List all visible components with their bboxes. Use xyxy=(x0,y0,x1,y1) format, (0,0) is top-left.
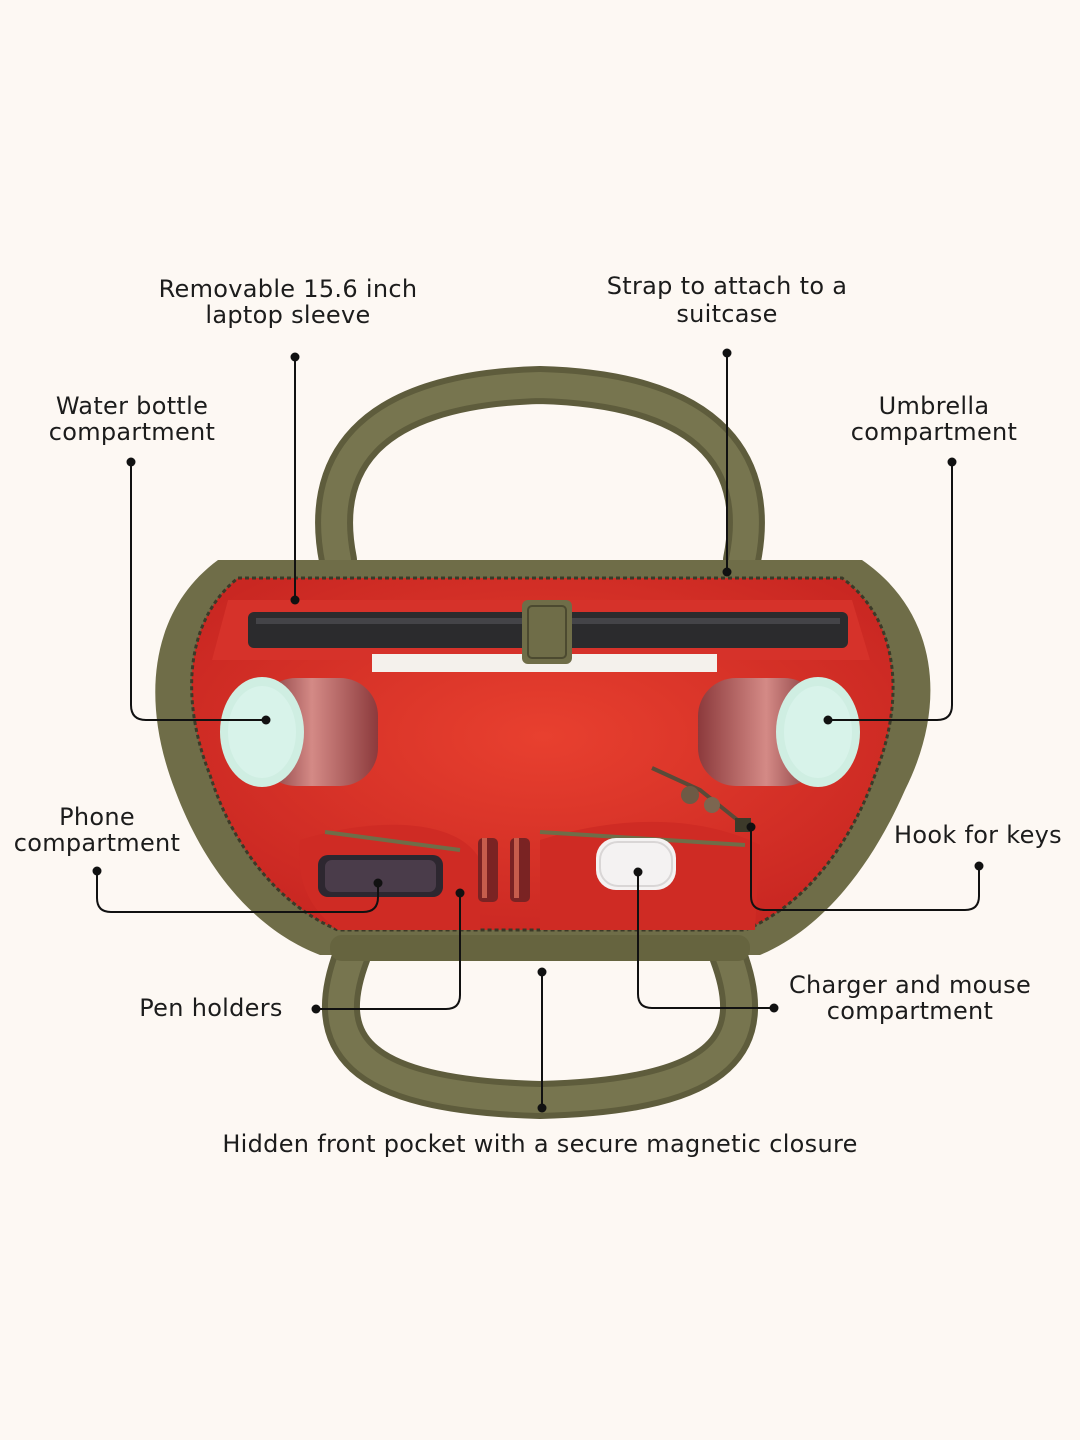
leader-charger xyxy=(637,872,774,1009)
callout-phone: Phone compartment xyxy=(0,804,194,856)
right-water-bottle xyxy=(698,677,860,787)
leader-lines xyxy=(96,353,980,1108)
leader-phone xyxy=(96,871,379,913)
callout-suitcase-strap-line2: suitcase xyxy=(676,300,778,328)
callout-umbrella: Umbrella compartment xyxy=(832,393,1036,445)
callout-laptop-sleeve-line1: Removable 15.6 inch xyxy=(158,275,418,303)
phone xyxy=(318,855,443,897)
callout-charger-mouse: Charger and mouse compartment xyxy=(772,972,1048,1024)
callout-front-pocket-line1: Hidden front pocket with a secure magnet… xyxy=(222,1130,858,1158)
callout-laptop-sleeve-line2: laptop sleeve xyxy=(205,301,371,329)
callout-umbrella-line2: compartment xyxy=(850,418,1018,446)
callout-phone-line1: Phone xyxy=(59,803,135,831)
callout-phone-line2: compartment xyxy=(13,829,181,857)
callout-pen-holders-line1: Pen holders xyxy=(139,994,283,1022)
callout-umbrella-line1: Umbrella xyxy=(878,392,990,420)
callout-keys-hook: Hook for keys xyxy=(880,822,1076,848)
leader-umbrella xyxy=(828,462,953,721)
callout-pen-holders: Pen holders xyxy=(126,995,296,1021)
callout-water-bottle-line1: Water bottle xyxy=(55,392,209,420)
callout-keys-hook-line1: Hook for keys xyxy=(894,821,1062,849)
callout-water-bottle-line2: compartment xyxy=(48,418,216,446)
leader-water-bottle xyxy=(130,462,266,721)
laptop-sleeve xyxy=(212,600,870,672)
callout-suitcase-strap: Strap to attach to a suitcase xyxy=(586,272,868,328)
leader-pen-holders xyxy=(316,893,461,1010)
callout-front-pocket: Hidden front pocket with a secure magnet… xyxy=(140,1131,940,1157)
leader-keys xyxy=(750,827,980,911)
pens xyxy=(478,838,530,902)
callout-charger-mouse-line1: Charger and mouse xyxy=(788,971,1032,999)
left-water-bottle xyxy=(220,677,378,787)
leader-dots xyxy=(92,348,984,1113)
charger-case xyxy=(596,838,676,890)
front-handle xyxy=(321,935,759,1120)
callout-charger-mouse-line2: compartment xyxy=(826,997,994,1025)
callout-water-bottle: Water bottle compartment xyxy=(30,393,234,445)
callout-suitcase-strap-line1: Strap to attach to a xyxy=(606,272,848,300)
callout-laptop-sleeve: Removable 15.6 inch laptop sleeve xyxy=(148,276,428,328)
back-handle xyxy=(315,365,765,579)
